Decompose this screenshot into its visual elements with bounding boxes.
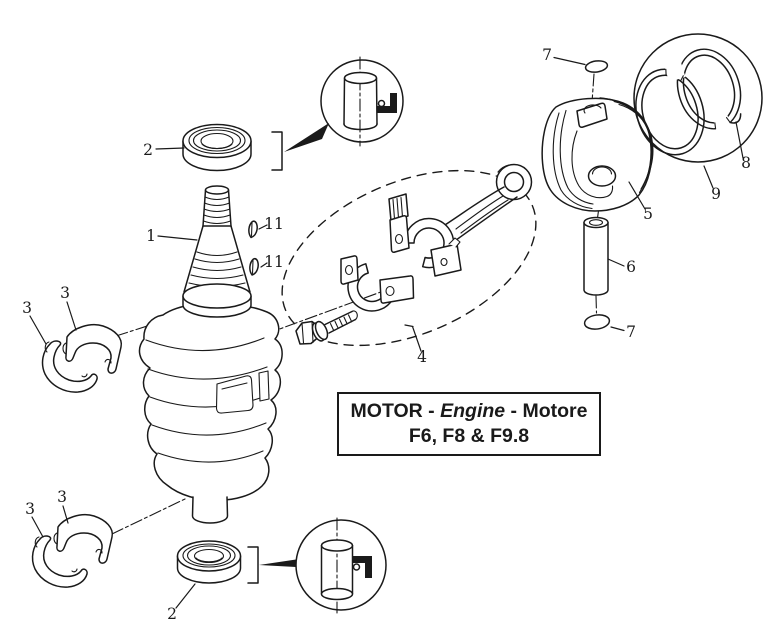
- callout-bearing-upper-left: 3: [22, 299, 32, 317]
- seal-detail-inset-bottom: [295, 519, 387, 611]
- callout-piston-pin: 6: [626, 258, 636, 276]
- title-line1-engine: Engine: [440, 399, 506, 422]
- callout-crankshaft: 1: [146, 227, 156, 245]
- callout-oil-seal-top: 2: [143, 141, 153, 159]
- callout-ring-set: 9: [711, 185, 721, 203]
- rod-assembly-group-ellipse: [281, 169, 537, 347]
- piston-drawing: [541, 97, 654, 212]
- title-line1: MOTOR - Engine - Motore: [351, 399, 588, 424]
- callout-bearing-lower-left: 3: [25, 500, 35, 518]
- connecting-rod-drawing: [295, 163, 533, 352]
- callout-bearing-upper-right: 3: [60, 284, 70, 302]
- bearing-pair-lower: [31, 505, 114, 588]
- title-line1-suffix: - Motore: [505, 399, 588, 422]
- callout-piston: 5: [643, 205, 653, 223]
- callout-labels: 2 1 11 11 3 3 3 3 2 4 5 6 7 7 8 9: [22, 46, 751, 623]
- callout-bearing-lower-right: 3: [57, 488, 67, 506]
- oil-seal-top-drawing: [155, 123, 329, 172]
- callout-rod-assembly: 4: [417, 348, 427, 366]
- title-line2: F6, F8 & F9.8: [408, 425, 530, 447]
- callout-oil-seal-bottom: 2: [167, 605, 177, 623]
- crankshaft-drawing: [138, 185, 283, 524]
- callout-circlip-top: 7: [542, 46, 552, 64]
- bearing-pair-upper: [29, 301, 123, 393]
- seal-detail-inset-top: [320, 59, 404, 143]
- oil-seal-bottom-drawing: [175, 540, 296, 609]
- callout-circlip-bottom: 7: [626, 323, 636, 341]
- title-line1-prefix: MOTOR -: [350, 399, 441, 422]
- woodruff-keys-drawing: [248, 220, 268, 276]
- piston-rings-drawing: [633, 33, 763, 189]
- callout-key-lower: 11: [264, 253, 284, 271]
- title-box: MOTOR - Engine - Motore F6, F8 & F9.8: [337, 392, 601, 456]
- piston-pin-drawing: [553, 56, 625, 332]
- callout-ring: 8: [741, 154, 751, 172]
- callout-key-upper: 11: [264, 215, 284, 233]
